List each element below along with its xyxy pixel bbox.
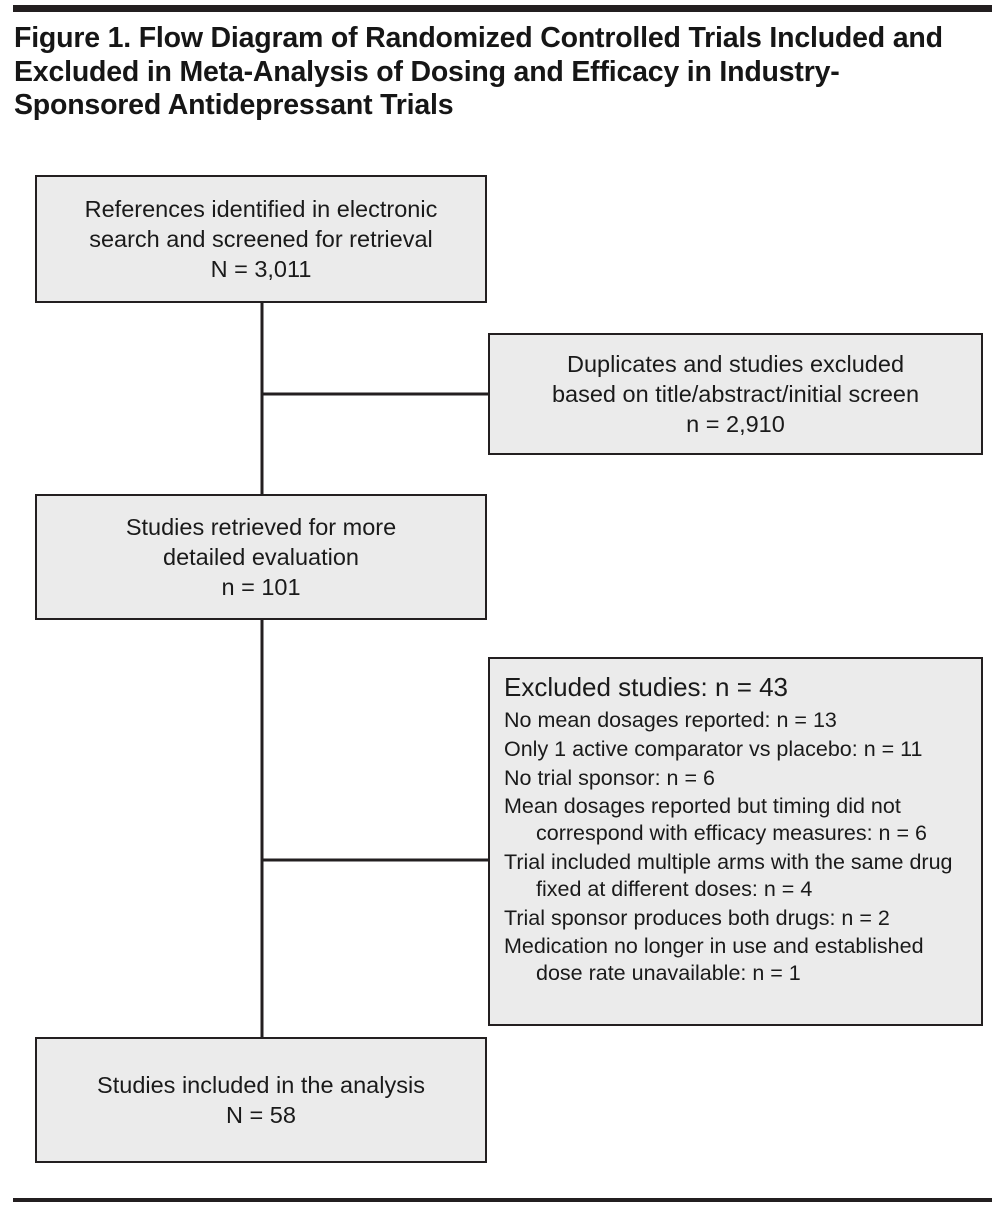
box-studies-retrieved: Studies retrieved for more detailed eval… xyxy=(35,494,487,620)
excluded-studies-item: Trial included multiple arms with the sa… xyxy=(504,849,953,901)
box-retrieved-line-2: detailed evaluation xyxy=(163,544,359,570)
excluded-studies-list: No mean dosages reported: n = 13 Only 1 a… xyxy=(504,705,967,987)
box-references-line-2: search and screened for retrieval xyxy=(89,226,433,252)
box-references-count: N = 3,011 xyxy=(210,256,312,282)
excluded-studies-item: No mean dosages reported: n = 13 xyxy=(504,708,837,732)
excluded-studies-item: Medication no longer in use and establis… xyxy=(504,934,924,986)
top-divider-rule xyxy=(13,5,992,12)
excluded-studies-item: Mean dosages reported but timing did not… xyxy=(504,794,927,846)
box-duplicates-line-1: Duplicates and studies excluded xyxy=(566,351,905,377)
excluded-studies-item: Trial sponsor produces both drugs: n = 2 xyxy=(504,905,890,930)
box-retrieved-count: n = 101 xyxy=(221,574,301,600)
box-references-line-1: References identified in electronic xyxy=(84,196,438,222)
box-included-count: N = 58 xyxy=(226,1102,296,1128)
bottom-divider-rule xyxy=(13,1198,992,1202)
excluded-studies-item: Only 1 active comparator vs placebo: n =… xyxy=(504,736,923,761)
box-excluded-studies: Excluded studies: n = 43 No mean dosages… xyxy=(488,657,983,1026)
box-retrieved-line-1: Studies retrieved for more xyxy=(125,514,397,540)
box-studies-included: Studies included in the analysis N = 58 xyxy=(35,1037,487,1163)
box-duplicates-excluded: Duplicates and studies excluded based on… xyxy=(488,333,983,455)
figure-title: Figure 1. Flow Diagram of Randomized Con… xyxy=(14,22,943,121)
excluded-studies-heading: Excluded studies: n = 43 xyxy=(504,672,789,702)
box-duplicates-line-2: based on title/abstract/initial screen xyxy=(551,381,920,407)
excluded-studies-item: No trial sponsor: n = 6 xyxy=(504,765,715,790)
box-duplicates-count: n = 2,910 xyxy=(686,411,785,437)
box-references-identified: References identified in electronic sear… xyxy=(35,175,487,303)
box-included-line-1: Studies included in the analysis xyxy=(97,1072,425,1098)
